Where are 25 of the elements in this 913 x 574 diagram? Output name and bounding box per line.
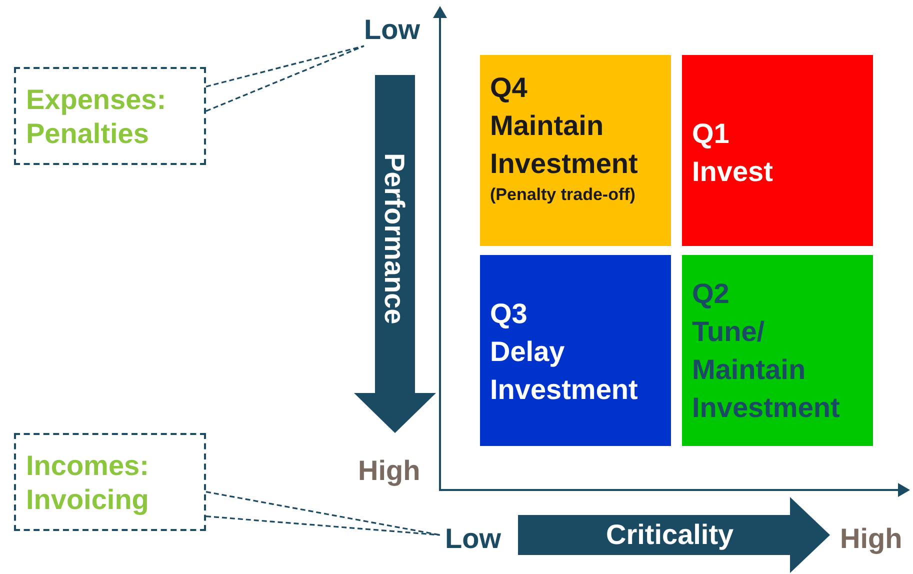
quadrant-title: Invest xyxy=(692,155,774,189)
quadrant-title: Delay Investment xyxy=(490,335,639,407)
quadrant-number: Q2 xyxy=(692,277,730,311)
axis-label: Low xyxy=(363,13,421,47)
arrow-label: Performance xyxy=(378,153,410,324)
callout-text: Incomes: Invoicing xyxy=(26,449,150,517)
quadrant-box xyxy=(682,255,873,446)
quadrant-number: Q3 xyxy=(490,297,528,331)
leader-line xyxy=(205,491,441,536)
quadrant-number: Q4 xyxy=(490,71,528,105)
arrow-label: Criticality xyxy=(606,519,734,551)
leader-line xyxy=(205,45,365,112)
quadrant-title: Tune/ Maintain Investment xyxy=(692,315,841,425)
axis-label: Low xyxy=(444,522,502,556)
axis-label: High xyxy=(840,522,902,556)
quadrant-box xyxy=(682,55,873,246)
callout-box xyxy=(14,433,206,531)
quadrant-note: (Penalty trade-off) xyxy=(490,184,636,206)
callout-box xyxy=(14,67,206,165)
callout-text: Expenses: Penalties xyxy=(26,83,168,151)
quadrant-number: Q1 xyxy=(692,117,730,151)
quadrant-box xyxy=(480,255,671,446)
axis-label: High xyxy=(358,454,420,488)
quadrant-title: Maintain Investment xyxy=(490,109,639,181)
quadrant-box xyxy=(480,55,671,246)
